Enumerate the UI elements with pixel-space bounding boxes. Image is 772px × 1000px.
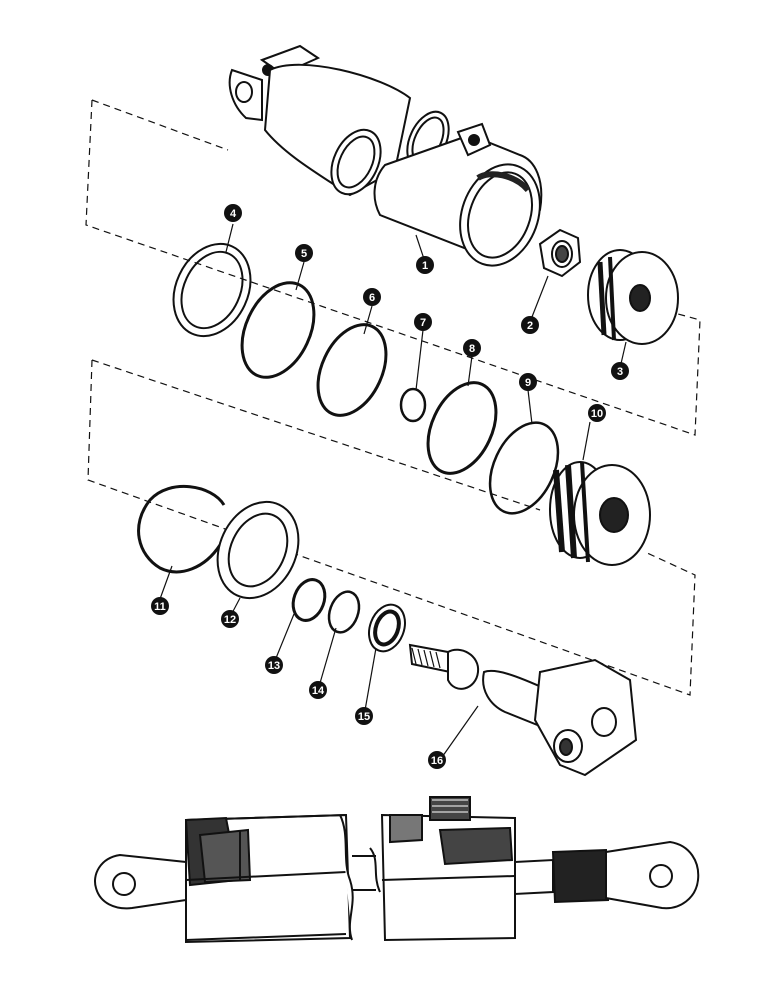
assembled-cylinder-section: [94, 796, 700, 944]
wiper-seal: [368, 603, 406, 653]
callout-number: 14: [312, 685, 325, 697]
callout-badge: [521, 316, 539, 334]
callout-4: 4: [224, 204, 242, 222]
callout-13: 13: [265, 656, 283, 674]
callout-12: 12: [221, 610, 239, 628]
callout-badge: [309, 681, 327, 699]
callout-number: 10: [591, 408, 603, 420]
callout-9: 9: [519, 373, 537, 391]
callout-badge: [463, 339, 481, 357]
callout-number: 4: [230, 208, 237, 220]
callout-number: 7: [420, 317, 426, 329]
callout-2: 2: [521, 316, 539, 334]
o-ring-7: [399, 387, 427, 423]
callout-number: 15: [358, 711, 370, 723]
callout-number: 9: [525, 377, 531, 389]
o-ring-8: [426, 381, 498, 475]
back-up-ring: [172, 242, 252, 338]
o-ring-6: [316, 323, 388, 417]
seal-ring-13: [291, 578, 327, 622]
callout-8: 8: [463, 339, 481, 357]
callout-number: 1: [422, 260, 428, 272]
callout-badge: [588, 404, 606, 422]
leader-lines: [159, 223, 627, 761]
callout-1: 1: [416, 256, 434, 274]
o-ring-9: [488, 421, 560, 515]
callout-number: 11: [154, 601, 166, 613]
callout-badge: [224, 204, 242, 222]
upper-group-dashed-outline-top: [91, 99, 229, 151]
callout-14: 14: [309, 681, 327, 699]
callout-number: 6: [369, 292, 375, 304]
callout-number: 2: [527, 320, 533, 332]
piston-rod: [408, 643, 638, 777]
callout-5: 5: [295, 244, 313, 262]
o-ring-5: [240, 281, 316, 379]
callout-badge: [355, 707, 373, 725]
callout-number: 16: [431, 755, 443, 767]
cylinder-barrel: [228, 44, 543, 267]
callout-10: 10: [588, 404, 606, 422]
cylinder-head: [587, 249, 679, 345]
callout-badge: [221, 610, 239, 628]
retainer-plate: [216, 500, 300, 600]
lower-group-dashed-outline: [87, 359, 696, 696]
callout-7: 7: [414, 313, 432, 331]
snap-ring: [137, 484, 226, 574]
seal-ring-14: [327, 590, 361, 634]
callout-badge: [151, 597, 169, 615]
callout-badge: [416, 256, 434, 274]
callout-badge: [428, 751, 446, 769]
callout-number: 12: [224, 614, 236, 626]
callout-number: 13: [268, 660, 280, 672]
callout-badge: [265, 656, 283, 674]
callout-15: 15: [355, 707, 373, 725]
callout-badge: [519, 373, 537, 391]
piston-nut: [538, 228, 582, 278]
callout-16: 16: [428, 751, 446, 769]
callout-11: 11: [151, 597, 169, 615]
piston: [549, 461, 651, 566]
callout-badge: [363, 288, 381, 306]
callout-number: 3: [617, 366, 623, 378]
callout-number: 8: [469, 343, 475, 355]
callout-badge: [611, 362, 629, 380]
callout-6: 6: [363, 288, 381, 306]
lower-group-dashed-outline-top: [91, 359, 541, 511]
callout-badge: [414, 313, 432, 331]
callout-3: 3: [611, 362, 629, 380]
callout-badge: [295, 244, 313, 262]
callout-number: 5: [301, 248, 307, 260]
